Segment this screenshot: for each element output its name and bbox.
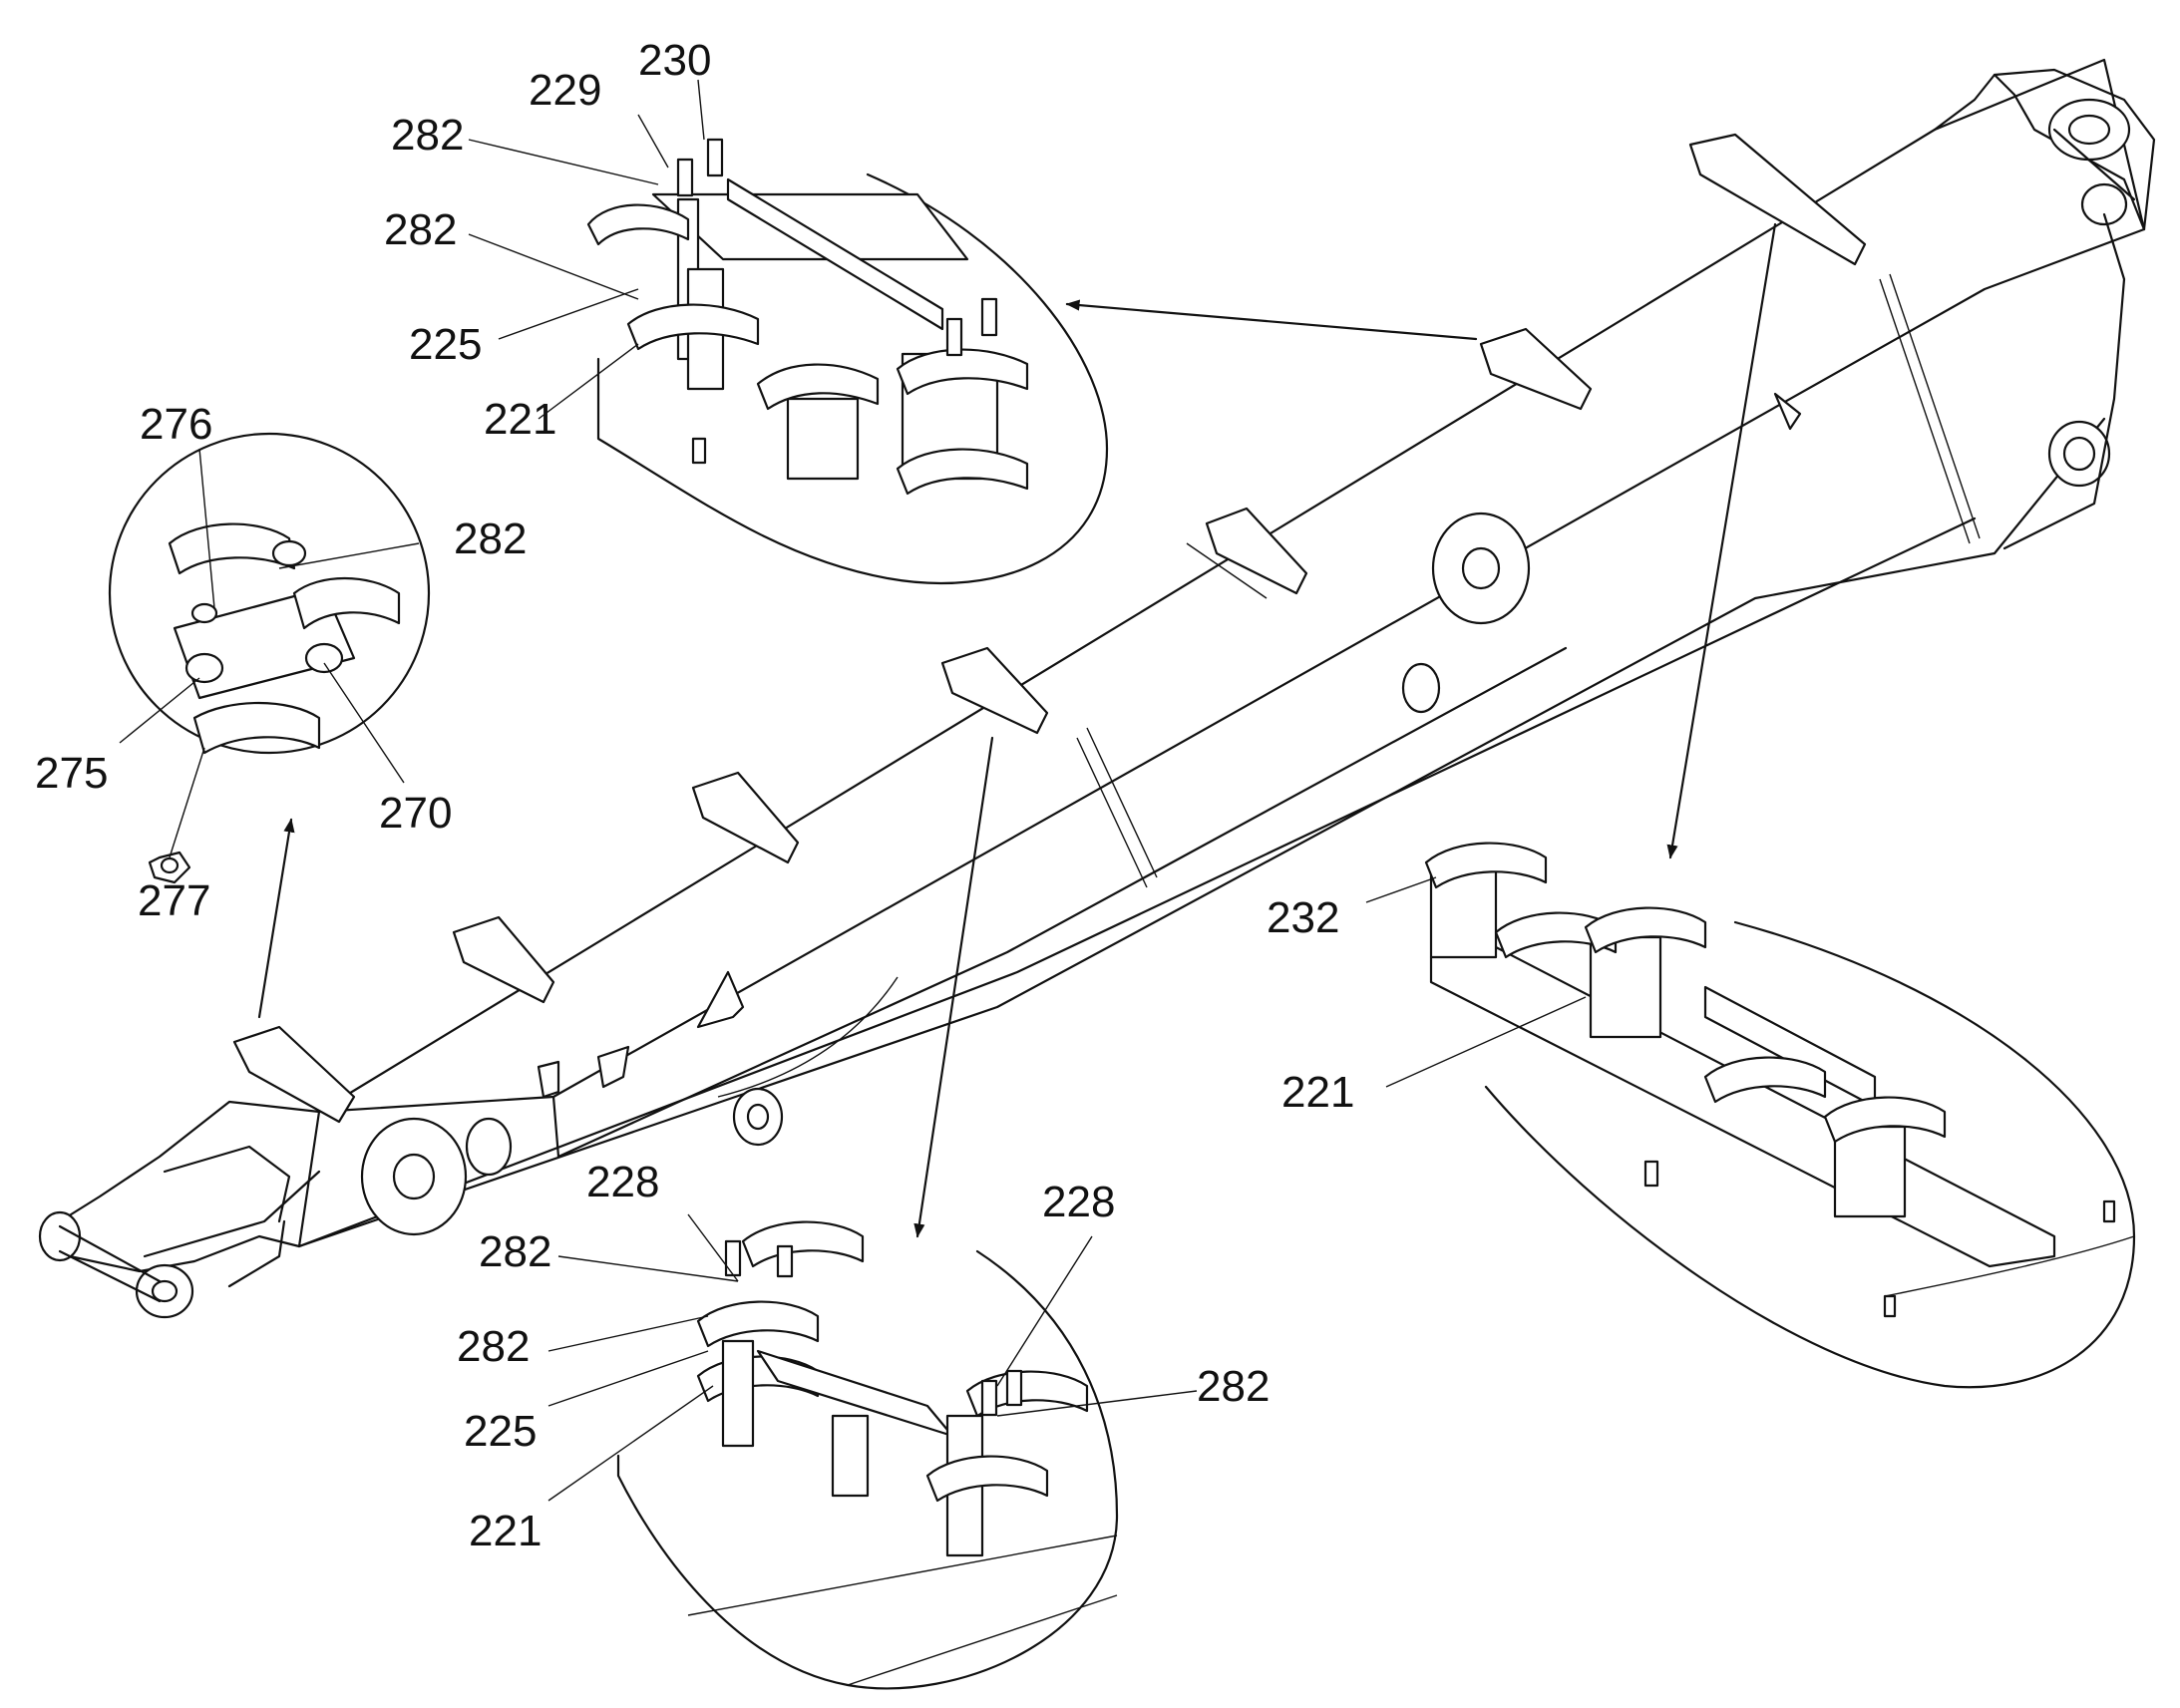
boom-body	[38, 58, 2156, 1319]
arrows	[257, 222, 1777, 1238]
label-232: 232	[1267, 893, 1339, 942]
label-282-bottom-right: 282	[1197, 1362, 1270, 1411]
label-225-bottom: 225	[464, 1407, 537, 1456]
label-282-bottom-1: 282	[479, 1227, 551, 1276]
detail-view-top	[586, 138, 1109, 585]
label-276: 276	[140, 400, 212, 449]
label-282-top-2: 282	[384, 205, 457, 254]
detail-view-right	[1424, 842, 2136, 1389]
label-221-bottom: 221	[469, 1507, 542, 1555]
label-282-left: 282	[454, 514, 527, 563]
detail-view-left-circle	[108, 432, 431, 884]
label-277: 277	[138, 876, 210, 925]
label-270: 270	[379, 789, 452, 838]
detail-view-bottom	[616, 1220, 1119, 1690]
reference-numerals: 229 230 282 282 225 221 276 282 275 270 …	[35, 36, 1354, 1555]
label-229: 229	[529, 66, 601, 115]
boom-brackets	[232, 133, 1867, 1124]
label-225-top: 225	[409, 320, 482, 369]
label-228-right: 228	[1042, 1178, 1115, 1226]
label-228-left: 228	[586, 1158, 659, 1206]
leader-lines	[119, 79, 1587, 1502]
label-275: 275	[35, 749, 108, 798]
label-230: 230	[638, 36, 711, 85]
label-282-top-1: 282	[391, 111, 464, 160]
label-282-bottom-2: 282	[457, 1322, 530, 1371]
label-221-right: 221	[1281, 1068, 1354, 1117]
label-221-top: 221	[484, 395, 556, 444]
